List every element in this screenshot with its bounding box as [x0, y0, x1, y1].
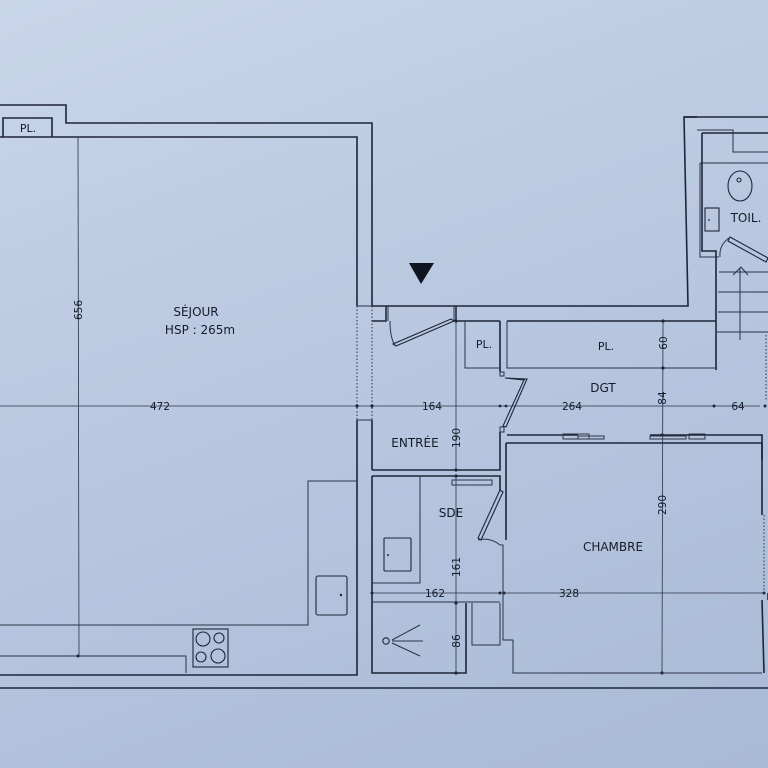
toilet-room: TOIL. [684, 116, 768, 263]
dim-dgt-width: 264 [562, 401, 582, 413]
sde-washbasin-icon [383, 537, 412, 572]
room-label-sde: SDE [439, 506, 463, 520]
dim-stair-width: 64 [731, 401, 745, 413]
ceiling-height-label: HSP : 265m [165, 323, 235, 337]
placard-sejour-label: PL. [20, 122, 36, 135]
entry-arrow-icon [409, 263, 434, 284]
sejour-walls [0, 104, 373, 676]
room-label-dgt: DGT [590, 381, 616, 395]
room-label-entree: ENTRÉE [391, 435, 438, 450]
shower-head-icon [382, 624, 423, 657]
sink [315, 575, 348, 616]
sde-walls: SDE 161 86 [371, 474, 762, 675]
dim-sejour-height: 656 [73, 300, 85, 320]
placard-dgt-label: PL. [598, 340, 614, 353]
dim-line-sejour-height [77, 136, 80, 657]
dim-dgt-height: 84 [657, 391, 669, 405]
entry-door[interactable] [391, 318, 456, 347]
placard-entree: PL. [464, 321, 500, 369]
cooktop-icon [192, 628, 229, 668]
room-label-toil: TOIL. [730, 211, 762, 225]
staircase [716, 266, 768, 400]
dim-entree-height: 190 [451, 428, 463, 448]
dim-shower-height: 86 [451, 634, 463, 648]
washbasin-icon [704, 207, 720, 232]
placard-sejour: PL. [2, 117, 53, 137]
sde-door[interactable] [477, 489, 504, 541]
dim-chambre-height: 290 [657, 495, 669, 515]
dim-placard-depth: 60 [658, 336, 670, 349]
dim-sde-width: 162 [425, 588, 445, 600]
room-label-chambre: CHAMBRE [583, 540, 643, 554]
kitchen [0, 480, 356, 673]
room-label-sejour: SÉJOUR [173, 304, 218, 319]
dim-chambre-width: 328 [559, 588, 579, 600]
chambre-walls [505, 442, 768, 674]
dim-sejour-width: 472 [150, 401, 170, 413]
landing-walls [372, 116, 768, 370]
toilet-bowl-icon [727, 170, 753, 202]
towel-rail [451, 479, 493, 486]
dim-entree-width: 164 [422, 401, 442, 413]
placard-entree-label: PL. [476, 338, 492, 351]
sliding-door-room-right[interactable] [688, 433, 706, 440]
dgt-door[interactable] [502, 377, 528, 428]
dim-sde-height: 161 [451, 557, 463, 577]
dgt-walls [506, 320, 763, 460]
toilet-door[interactable] [727, 236, 768, 263]
